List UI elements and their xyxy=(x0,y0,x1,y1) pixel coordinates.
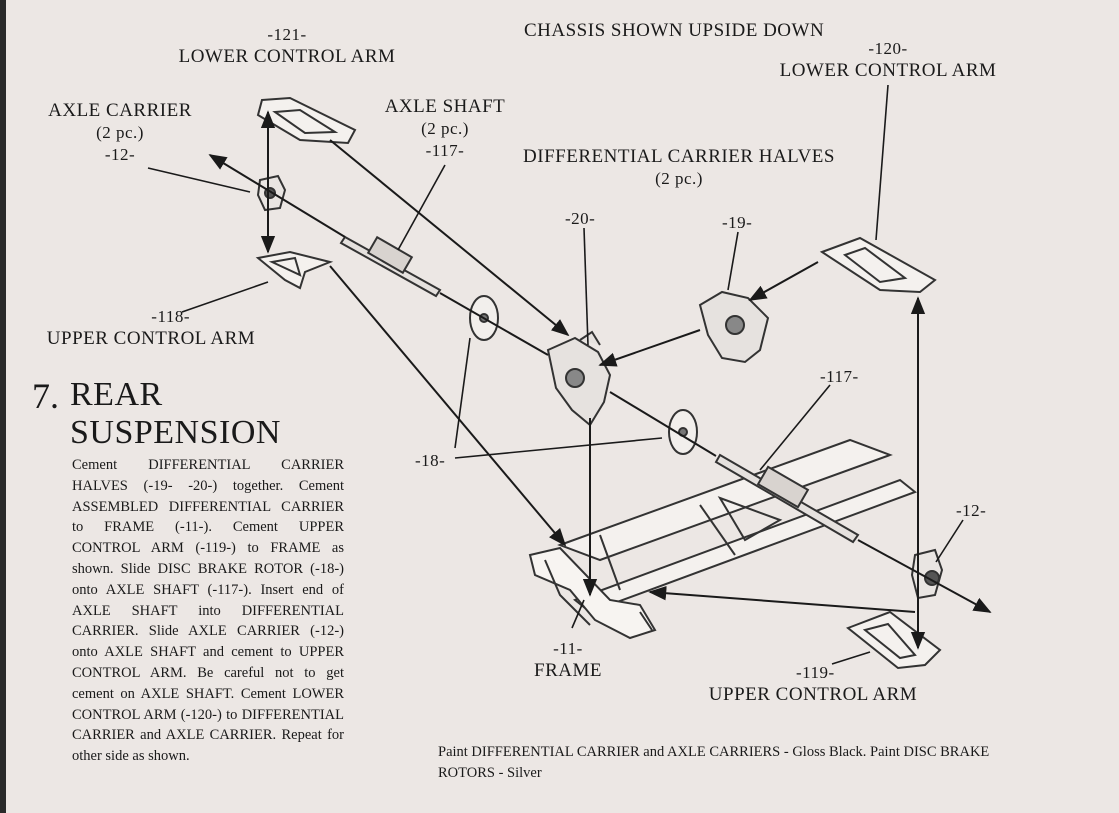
step-number: 7. xyxy=(32,376,59,416)
part-number: -118- xyxy=(151,307,190,326)
label-lower-control-arm-120: -120- LOWER CONTROL ARM xyxy=(772,38,1004,82)
part-name: UPPER CONTROL ARM xyxy=(708,684,918,705)
label-upper-control-arm-118: -118- UPPER CONTROL ARM xyxy=(38,306,264,350)
label-part-20: -20- xyxy=(565,209,596,228)
label-part-18: -18- xyxy=(415,451,446,470)
differential-carrier-half-19-part xyxy=(698,290,770,364)
part-number: -119- xyxy=(796,663,835,682)
part-name: AXLE CARRIER xyxy=(48,100,192,121)
part-number: -11- xyxy=(553,639,583,658)
part-number: -121- xyxy=(267,25,307,44)
step-title-line-1: REAR xyxy=(70,376,163,413)
label-upper-control-arm-119: -119- UPPER CONTROL ARM xyxy=(700,662,926,706)
axle-carrier-right-part xyxy=(910,548,944,600)
step-title-line-2: SUSPENSION xyxy=(70,414,281,451)
label-axle-shaft-117: AXLE SHAFT (2 pc.) -117- xyxy=(380,96,510,162)
label-axle-carrier-12: AXLE CARRIER (2 pc.) -12- xyxy=(40,100,200,166)
part-name: LOWER CONTROL ARM xyxy=(779,60,997,81)
label-differential-carrier-halves: DIFFERENTIAL CARRIER HALVES (2 pc.) xyxy=(514,146,844,190)
step-instructions: Cement DIFFERENTIAL CARRIER HALVES (-19-… xyxy=(72,457,344,765)
label-frame-11: -11- FRAME xyxy=(528,638,608,682)
label-lower-control-arm-121: -121- LOWER CONTROL ARM xyxy=(172,24,402,68)
part-name: DIFFERENTIAL CARRIER HALVES xyxy=(523,146,835,167)
part-name: LOWER CONTROL ARM xyxy=(178,46,396,67)
assembly-arrows xyxy=(260,110,926,650)
lower-control-arm-120-part xyxy=(819,236,937,294)
disc-brake-rotor-right-part xyxy=(668,409,698,455)
part-name: AXLE SHAFT xyxy=(384,96,506,117)
part-qty: (2 pc.) xyxy=(421,119,469,138)
upper-control-arm-119-part xyxy=(846,610,942,670)
label-part-19: -19- xyxy=(722,213,753,232)
step-title: REAR SUSPENSION xyxy=(70,376,281,452)
part-number: -120- xyxy=(868,39,908,58)
label-part-12-right: -12- xyxy=(956,501,987,520)
axle-shaft-left-part xyxy=(339,235,442,298)
differential-carrier-half-20-part xyxy=(546,330,612,427)
label-part-117-right: -117- xyxy=(820,367,859,386)
part-qty: (2 pc.) xyxy=(96,123,144,142)
chassis-upside-down-note: CHASSIS SHOWN UPSIDE DOWN xyxy=(524,20,825,41)
axle-shaft-right-part xyxy=(714,453,860,544)
upper-control-arm-118-part xyxy=(255,250,334,290)
leader-lines xyxy=(147,84,964,665)
part-qty: (2 pc.) xyxy=(655,169,703,188)
part-number: -117- xyxy=(425,141,465,160)
part-name: FRAME xyxy=(534,660,602,681)
paint-note: Paint DIFFERENTIAL CARRIER and AXLE CARR… xyxy=(438,744,990,781)
part-number: -12- xyxy=(104,145,136,164)
lower-control-arm-121-part xyxy=(256,96,357,145)
part-name: UPPER CONTROL ARM xyxy=(46,328,256,349)
